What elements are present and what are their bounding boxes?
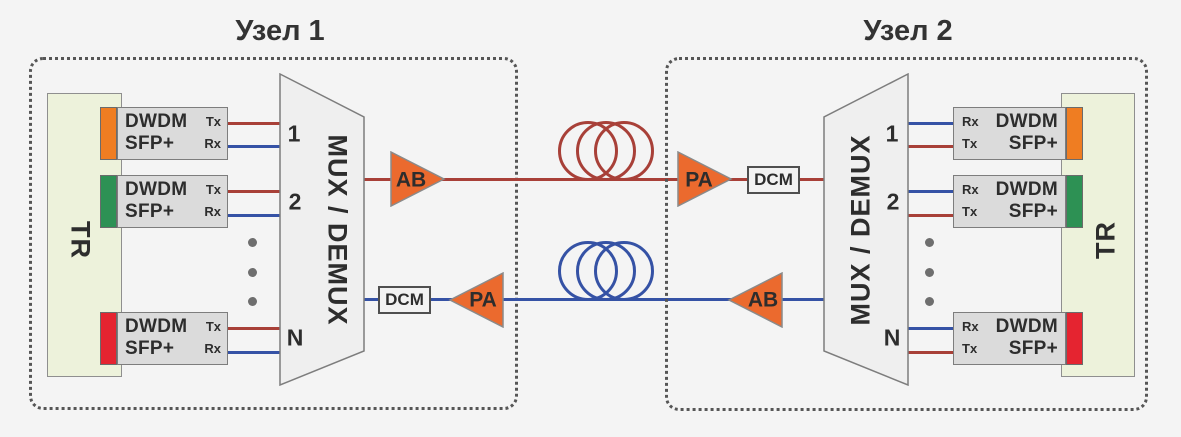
- module-name: DWDM: [125, 110, 188, 132]
- tx-label: Tx: [205, 181, 221, 197]
- ellipsis-dot: [248, 268, 257, 277]
- node1-sfp1-module: DWDM Tx SFP+ Rx: [117, 107, 228, 160]
- node2-port2-rx-line: [908, 190, 953, 193]
- return-dcm-label: DCM: [385, 290, 424, 309]
- forward-preamp-label: PA: [685, 168, 713, 192]
- return-dcm-module: DCM: [378, 286, 431, 314]
- node1-port2-number: 2: [288, 188, 302, 215]
- module-name: DWDM: [125, 315, 188, 337]
- forward-fiber-coil-icon: [558, 121, 654, 181]
- module-name: DWDM: [125, 178, 188, 200]
- tx-label: Tx: [205, 318, 221, 334]
- node2-portN-tx-line: [908, 351, 953, 354]
- module-name: SFP+: [1008, 201, 1058, 223]
- node2-boundary: [665, 57, 1148, 411]
- node2-port2-tx-line: [908, 214, 953, 217]
- forward-dcm-module: DCM: [747, 166, 800, 194]
- forward-booster-amp-label: AB: [395, 168, 427, 192]
- return-booster-amp-shape: [727, 272, 783, 328]
- node2-port1-number: 1: [885, 120, 899, 147]
- node2-mux-demux-label: MUX / DEMUX: [845, 134, 876, 326]
- tx-label: Tx: [962, 136, 978, 152]
- node1-portN-number: N: [286, 324, 304, 351]
- node2-sfpN-module: Rx DWDM Tx SFP+: [953, 312, 1066, 365]
- node1-port1-number: 1: [287, 120, 301, 147]
- return-fiber-coil-icon: [558, 241, 654, 301]
- tx-label: Tx: [962, 204, 978, 220]
- module-name: SFP+: [1008, 338, 1058, 360]
- node1-tr-label: TR: [65, 221, 96, 259]
- node2-sfp1-tab: [1066, 107, 1083, 160]
- node2-port1-tx-line: [908, 145, 953, 148]
- rx-label: Rx: [204, 204, 221, 220]
- node2-portN-number: N: [883, 324, 901, 351]
- node1-boundary: [29, 57, 518, 410]
- module-name: DWDM: [995, 110, 1058, 132]
- forward-dcm-label: DCM: [754, 170, 793, 189]
- return-preamp-label: PA: [469, 288, 497, 312]
- node1-title: Узел 1: [235, 15, 325, 47]
- node1-sfpN-tab: [100, 312, 117, 365]
- module-name: SFP+: [1008, 133, 1058, 155]
- node1-sfp2-tab: [100, 175, 117, 228]
- module-name: DWDM: [995, 178, 1058, 200]
- return-preamp-shape: [448, 272, 504, 328]
- tx-label: Tx: [205, 113, 221, 129]
- node2-mux-demux-shape: [823, 73, 909, 386]
- node1-sfp2-module: DWDM Tx SFP+ Rx: [117, 175, 228, 228]
- ellipsis-dot: [248, 238, 257, 247]
- node2-port1-rx-line: [908, 122, 953, 125]
- ellipsis-dot: [925, 238, 934, 247]
- rx-label: Rx: [204, 341, 221, 357]
- node1-port2-rx-line: [228, 214, 280, 217]
- node1-port1-tx-line: [228, 122, 280, 125]
- node2-sfpN-tab: [1066, 312, 1083, 365]
- node2-title: Узел 2: [863, 15, 953, 47]
- node1-portN-rx-line: [228, 351, 280, 354]
- ellipsis-dot: [248, 297, 257, 306]
- node2-sfp2-tab: [1066, 175, 1083, 228]
- node1-mux-demux-shape: [279, 73, 365, 386]
- module-name: DWDM: [995, 315, 1058, 337]
- ellipsis-dot: [925, 268, 934, 277]
- node1-mux-demux-label: MUX / DEMUX: [322, 134, 353, 326]
- rx-label: Rx: [962, 181, 979, 197]
- node1-sfp1-tab: [100, 107, 117, 160]
- tx-label: Tx: [962, 341, 978, 357]
- rx-label: Rx: [962, 318, 979, 334]
- node1-port2-tx-line: [228, 190, 280, 193]
- node2-tr-label: TR: [1090, 221, 1121, 259]
- node2-port2-number: 2: [886, 188, 900, 215]
- node2-sfp1-module: Rx DWDM Tx SFP+: [953, 107, 1066, 160]
- forward-booster-amp-shape: [390, 151, 446, 207]
- return-booster-amp-label: AB: [747, 288, 779, 312]
- ellipsis-dot: [925, 297, 934, 306]
- node2-sfp2-module: Rx DWDM Tx SFP+: [953, 175, 1066, 228]
- forward-preamp-shape: [677, 151, 733, 207]
- node1-portN-tx-line: [228, 327, 280, 330]
- module-name: SFP+: [125, 201, 175, 223]
- rx-label: Rx: [204, 136, 221, 152]
- node1-port1-rx-line: [228, 145, 280, 148]
- node2-portN-rx-line: [908, 327, 953, 330]
- rx-label: Rx: [962, 113, 979, 129]
- module-name: SFP+: [125, 133, 175, 155]
- node1-sfpN-module: DWDM Tx SFP+ Rx: [117, 312, 228, 365]
- module-name: SFP+: [125, 338, 175, 360]
